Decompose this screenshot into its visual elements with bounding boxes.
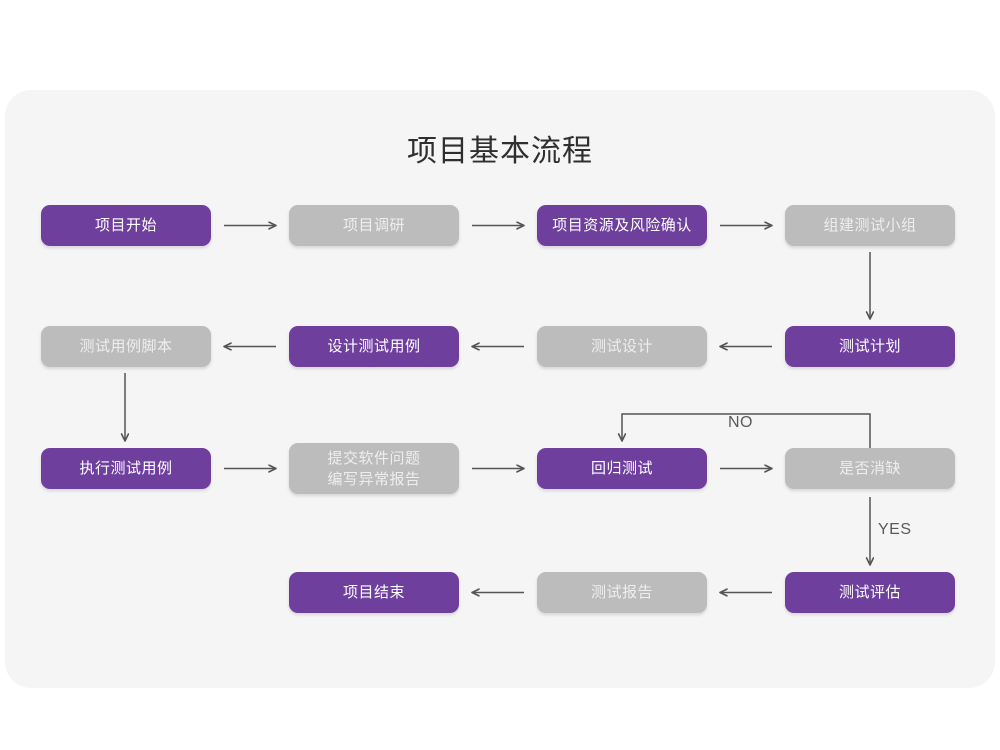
node-project-research[interactable]: 项目调研 — [289, 205, 459, 246]
node-label: 项目资源及风险确认 — [552, 217, 692, 234]
node-label: 项目结束 — [342, 584, 405, 601]
node-label: 回归测试 — [590, 460, 653, 477]
page-title: 项目基本流程 — [407, 135, 593, 168]
node-resource-risk-confirm[interactable]: 项目资源及风险确认 — [537, 205, 707, 246]
node-label: 提交软件问题 编写异常报告 — [327, 449, 421, 488]
node-execute-test-case[interactable]: 执行测试用例 — [41, 448, 211, 489]
node-label: 是否消缺 — [838, 460, 901, 477]
edge-label-yes: YES — [878, 521, 912, 538]
node-test-report[interactable]: 测试报告 — [537, 572, 707, 613]
node-design-test-case[interactable]: 设计测试用例 — [289, 326, 459, 367]
node-label: 项目开始 — [94, 217, 157, 234]
node-test-design[interactable]: 测试设计 — [537, 326, 707, 367]
node-submit-bug-report[interactable]: 提交软件问题 编写异常报告 — [289, 443, 459, 494]
node-regression-test[interactable]: 回归测试 — [537, 448, 707, 489]
node-label: 测试计划 — [838, 338, 901, 355]
node-test-case-script[interactable]: 测试用例脚本 — [41, 326, 211, 367]
node-label: 执行测试用例 — [79, 460, 173, 477]
node-label: 设计测试用例 — [327, 338, 421, 355]
node-label: 测试报告 — [590, 584, 653, 601]
node-label: 项目调研 — [342, 217, 405, 234]
node-test-plan[interactable]: 测试计划 — [785, 326, 955, 367]
node-project-start[interactable]: 项目开始 — [41, 205, 211, 246]
node-defect-cleared-decision[interactable]: 是否消缺 — [785, 448, 955, 489]
node-test-evaluation[interactable]: 测试评估 — [785, 572, 955, 613]
edge-label-no: NO — [728, 414, 753, 431]
node-label: 测试设计 — [590, 338, 653, 355]
node-label: 测试用例脚本 — [79, 338, 173, 355]
node-label: 测试评估 — [838, 584, 901, 601]
node-project-end[interactable]: 项目结束 — [289, 572, 459, 613]
node-form-test-team[interactable]: 组建测试小组 — [785, 205, 955, 246]
node-label: 组建测试小组 — [823, 217, 917, 234]
